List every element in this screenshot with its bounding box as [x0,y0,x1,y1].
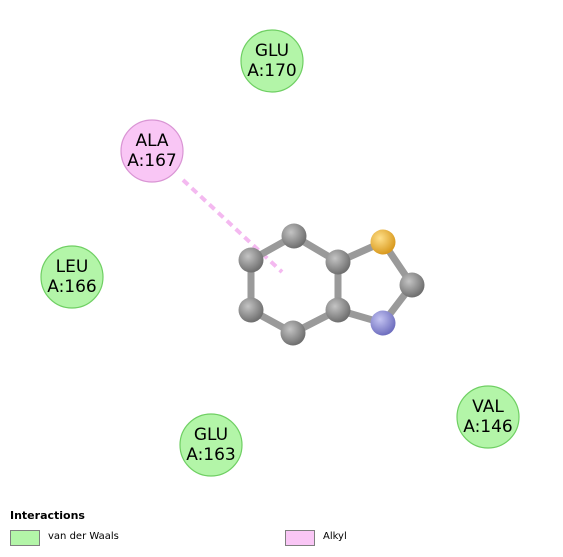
interaction-diagram: GLU A:170 ALA A:167 LEU A:166 GLU A:163 … [40,29,520,477]
legend-label-alkyl: Alkyl [323,531,347,542]
legend-title: Interactions [10,509,85,522]
residue-leu-166: LEU A:166 [40,245,104,309]
residue-val-146: VAL A:146 [456,385,520,449]
carbon-atom [325,297,351,323]
legend-label-vdw: van der Waals [48,531,119,542]
alkyl-interaction-line [181,178,284,274]
residue-name: LEU [56,257,89,277]
sulfur-atom [370,229,396,255]
nitrogen-atom [370,310,396,336]
carbon-atom [238,247,264,273]
residue-ala-167: ALA A:167 [120,119,184,183]
carbon-atom [281,223,307,249]
carbon-atom [399,272,425,298]
residue-id: A:170 [247,61,297,81]
residue-id: A:163 [186,445,236,465]
carbon-atom [238,297,264,323]
ligand-atoms [238,223,425,346]
residue-name: GLU [255,41,289,61]
residue-id: A:146 [463,417,513,437]
legend: Interactions van der Waals Alkyl [0,500,563,557]
legend-swatch-vdw [10,530,40,546]
legend-swatch-alkyl [285,530,315,546]
residue-glu-163: GLU A:163 [179,413,243,477]
residue-glu-170: GLU A:170 [240,29,304,93]
carbon-atom [280,320,306,346]
residue-id: A:167 [127,151,177,171]
residue-name: GLU [194,425,228,445]
carbon-atom [325,249,351,275]
residue-name: VAL [472,397,504,417]
residue-name: ALA [135,131,168,151]
residue-id: A:166 [47,277,97,297]
